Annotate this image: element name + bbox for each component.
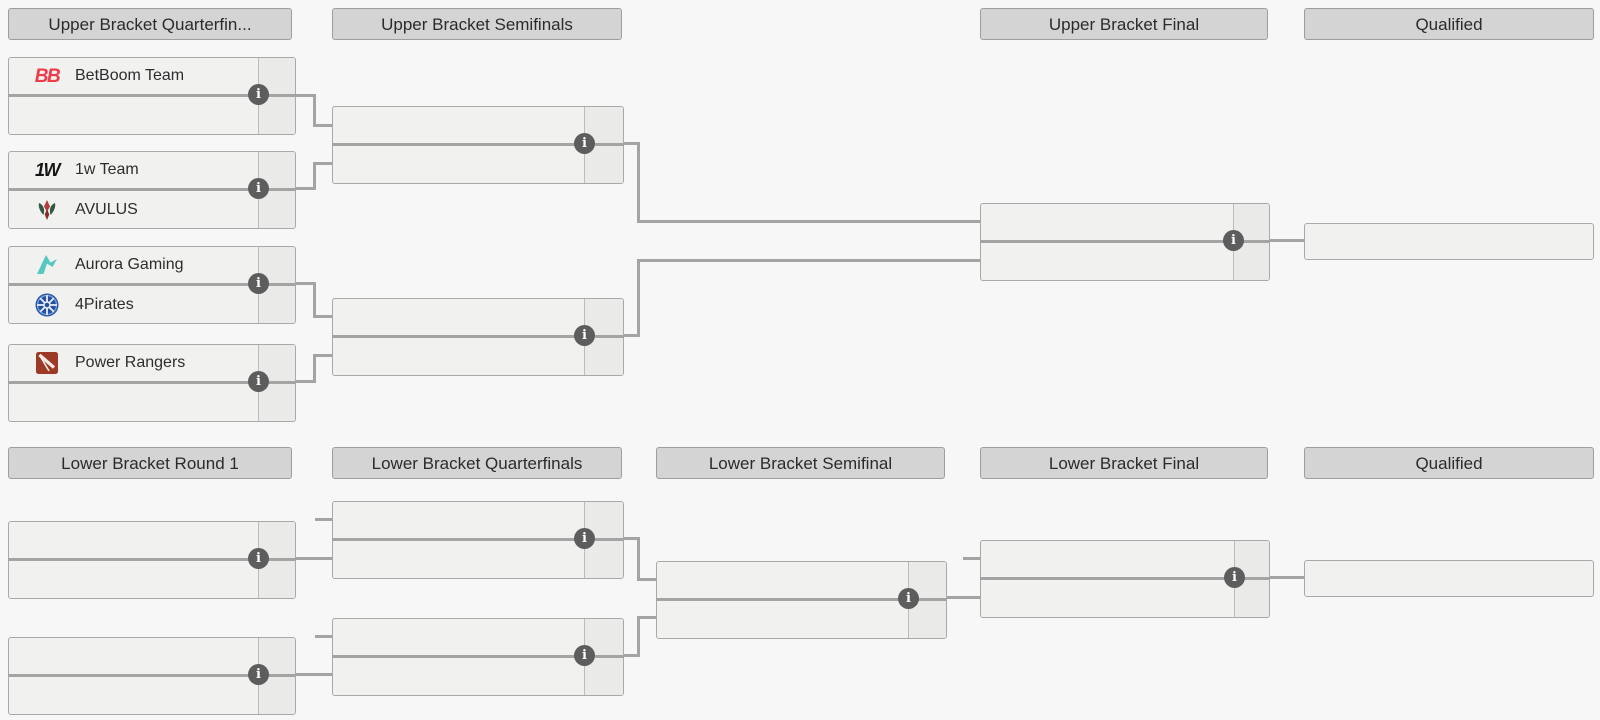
round-header-lower-bracket-semifinal: Lower Bracket Semifinal [656,447,945,479]
bracket-connector [637,142,640,223]
bracket-connector [637,259,640,337]
match-divider [8,674,296,677]
match-divider [8,94,296,97]
bracket-connector [294,557,332,560]
bracket-connector-stub [315,635,332,638]
match-divider [980,240,1270,243]
match-info-icon[interactable]: i [574,133,595,154]
bracket-connector [1268,576,1304,579]
team-name: 1w Team [75,161,139,178]
bracket-connector [294,187,316,190]
team-row-tbd [981,580,1269,617]
match-info-icon[interactable]: i [248,664,269,685]
bracket-connector [637,220,980,223]
bracket-connector [313,354,316,383]
bracket-connector [622,654,640,657]
team-name: AVULUS [75,200,138,218]
match-lb-final [980,540,1270,618]
round-header-lower-qualified: Qualified [1304,447,1594,479]
bracket-connector [294,673,332,676]
round-header-lower-bracket-quarterfinals: Lower Bracket Quarterfinals [332,447,622,479]
round-header-lower-bracket-final: Lower Bracket Final [980,447,1268,479]
match-info-icon[interactable]: i [248,178,269,199]
bracket-connector [637,616,656,619]
bracket-connector [622,142,640,145]
4pirates-logo [27,292,67,318]
1w-logo-glyph: 1W [35,160,61,180]
team-row-aurora-gaming[interactable]: Aurora Gaming [9,247,295,283]
match-divider [332,335,624,338]
bracket-connector [313,162,316,190]
bracket-connector [313,124,332,127]
betboom-team-logo: BB [27,67,67,86]
bracket-connector [294,282,316,285]
betboom-logo-glyph: BB [34,65,61,87]
bracket-connector [313,315,332,318]
bracket-connector [637,259,980,262]
team-row-power-rangers[interactable]: Power Rangers [9,345,295,381]
match-divider [980,577,1270,580]
match-divider [332,143,624,146]
bracket-connector [622,537,640,540]
avulus-logo [27,198,67,222]
bracket-connector [313,282,316,318]
match-info-icon[interactable]: i [574,325,595,346]
match-info-icon[interactable]: i [1224,567,1245,588]
match-info-icon[interactable]: i [898,588,919,609]
team-row-betboom-team[interactable]: BB BetBoom Team [9,58,295,94]
qualified-slot-upper [1304,223,1594,260]
match-divider [656,598,947,601]
round-header-upper-bracket-quarterfinals: Upper Bracket Quarterfin... [8,8,292,40]
match-divider [8,188,296,191]
match-ub-semifinal-2 [332,298,624,376]
qualified-slot-lower [1304,560,1594,597]
bracket-connector [294,380,316,383]
bracket-connector [1268,239,1304,242]
bracket-connector [945,596,980,599]
bracket-connector-stub [315,518,332,521]
bracket-connector [313,162,332,165]
match-info-icon[interactable]: i [248,371,269,392]
match-info-icon[interactable]: i [574,645,595,666]
team-row-1w-team[interactable]: 1W 1w Team [9,152,295,188]
match-info-icon[interactable]: i [574,528,595,549]
team-name: Power Rangers [75,354,186,371]
match-divider [8,283,296,286]
round-header-upper-bracket-final: Upper Bracket Final [980,8,1268,40]
match-info-icon[interactable]: i [248,84,269,105]
match-divider [332,538,624,541]
bracket-connector [313,94,316,127]
power-rangers-logo [27,351,67,375]
team-name: Aurora Gaming [75,256,184,273]
aurora-gaming-logo [27,252,67,278]
bracket-connector [622,334,640,337]
match-info-icon[interactable]: i [248,273,269,294]
match-ub-final [980,203,1270,281]
team-name: 4Pirates [75,295,134,313]
bracket-connector [294,94,316,97]
bracket-connector [313,354,332,357]
bracket-connector [637,537,640,581]
match-divider [8,381,296,384]
round-header-upper-bracket-semifinals: Upper Bracket Semifinals [332,8,622,40]
round-header-lower-bracket-round1: Lower Bracket Round 1 [8,447,292,479]
match-divider [332,655,624,658]
team-name: BetBoom Team [75,67,185,84]
match-divider [8,558,296,561]
match-info-icon[interactable]: i [248,548,269,569]
round-header-upper-qualified: Qualified [1304,8,1594,40]
team-row-4pirates[interactable]: 4Pirates [9,286,295,323]
team-row-avulus[interactable]: AVULUS [9,191,295,228]
bracket-connector-stub [963,557,980,560]
bracket-connector [637,578,656,581]
match-lb-quarterfinal-1 [332,501,624,579]
match-info-icon[interactable]: i [1223,230,1244,251]
bracket-connector [637,616,640,657]
1w-team-logo: 1W [27,161,67,179]
